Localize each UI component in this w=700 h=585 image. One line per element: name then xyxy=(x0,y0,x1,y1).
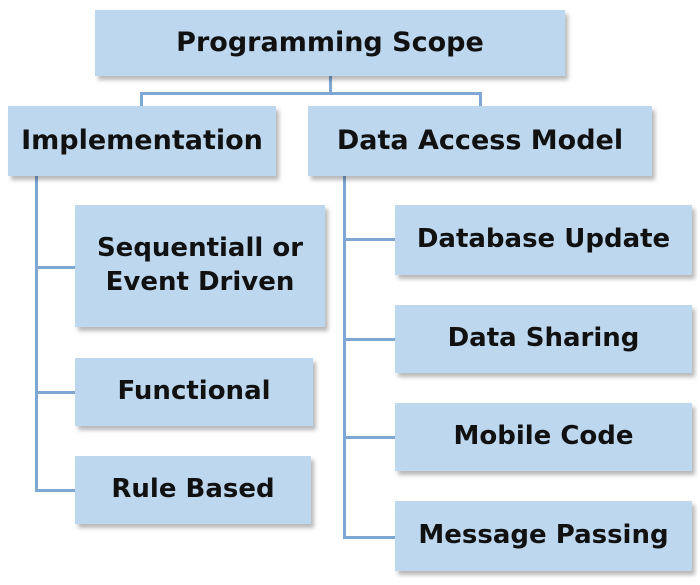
connector-to-message-passing xyxy=(343,536,395,539)
connector-root-down xyxy=(329,76,332,94)
branch-node-implementation: Implementation xyxy=(8,106,276,176)
leaf-node-label: Functional xyxy=(117,376,271,407)
leaf-node-label: Data Sharing xyxy=(447,323,640,354)
leaf-node-label: Sequentiall or Event Driven xyxy=(96,233,304,297)
leaf-node-label: Database Update xyxy=(416,224,671,255)
connector-right-branch-drop xyxy=(479,92,482,114)
connector-to-functional xyxy=(35,391,75,394)
branch-node-label: Data Access Model xyxy=(336,125,624,157)
leaf-node-label: Mobile Code xyxy=(453,421,634,452)
connector-to-rule-based xyxy=(35,489,75,492)
leaf-node-label: Rule Based xyxy=(111,474,275,505)
leaf-node-rule-based: Rule Based xyxy=(75,456,311,524)
leaf-node-functional: Functional xyxy=(75,358,313,426)
leaf-node-data-sharing: Data Sharing xyxy=(395,305,692,373)
leaf-node-sequential-event-driven: Sequentiall or Event Driven xyxy=(75,205,325,327)
leaf-node-database-update: Database Update xyxy=(395,205,692,275)
connector-to-data-sharing xyxy=(343,338,395,341)
connector-to-mobile-code xyxy=(343,436,395,439)
root-node: Programming Scope xyxy=(95,10,565,76)
connector-to-database-update xyxy=(343,238,395,241)
branch-node-label: Implementation xyxy=(21,125,263,157)
branch-node-data-access-model: Data Access Model xyxy=(308,106,652,176)
connector-left-branch-drop xyxy=(140,92,143,114)
connector-implementation-spine xyxy=(35,176,38,492)
root-node-label: Programming Scope xyxy=(176,27,484,59)
connector-branch-bar xyxy=(140,92,482,95)
connector-to-sequential xyxy=(35,266,75,269)
leaf-node-mobile-code: Mobile Code xyxy=(395,403,692,471)
leaf-node-message-passing: Message Passing xyxy=(395,501,692,571)
leaf-node-label: Message Passing xyxy=(418,520,669,551)
connector-data-access-spine xyxy=(343,176,346,539)
